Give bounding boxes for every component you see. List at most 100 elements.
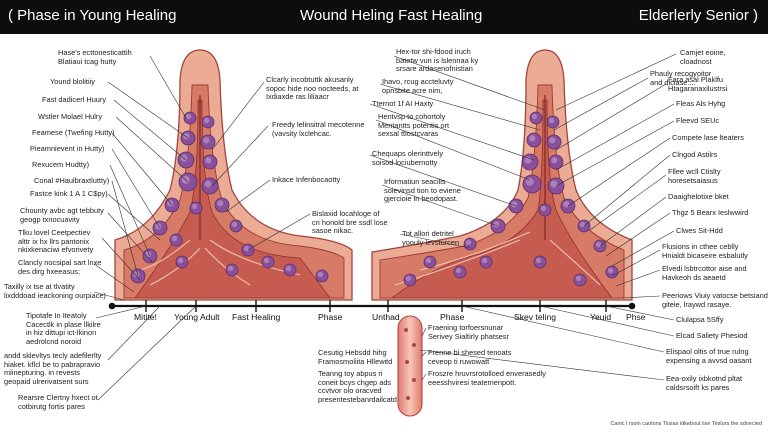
label-right-7: Clngod Astilrs bbox=[672, 150, 718, 159]
cell bbox=[548, 154, 564, 170]
label-left-12: Clancly nocsipal sart lnxe des dirg hxee… bbox=[18, 258, 102, 276]
cell bbox=[526, 132, 542, 148]
label-center-left-1: Clcarly incobtuttk akusanly sopoc hide n… bbox=[266, 75, 359, 102]
leader-line bbox=[555, 83, 667, 151]
leader-line bbox=[615, 269, 661, 287]
vessel-tube bbox=[397, 315, 423, 417]
label-center-right-5: Chequaps olerinttvely soisod lociubernot… bbox=[372, 149, 444, 167]
label-right-9: Daaighelotixe bket bbox=[668, 192, 729, 201]
label-center-right-6: Irformatiun seacilis soievinsd tion to e… bbox=[384, 177, 461, 204]
label-left-1: Hase's ecttonesticattih Blatiaui tcag hu… bbox=[58, 48, 132, 66]
label-left-11: Tlku lovel Ceetpectiev alttr ix hx llrs … bbox=[18, 228, 94, 255]
leader-line bbox=[97, 305, 197, 401]
cell bbox=[479, 255, 493, 269]
leader-line bbox=[101, 237, 141, 281]
leader-line bbox=[369, 154, 517, 207]
leader-line bbox=[115, 116, 189, 183]
leader-line bbox=[539, 305, 675, 337]
footer-note: Canic l rsoin caotons Tiisias idkebout l… bbox=[610, 421, 762, 427]
label-lower-center-3: Froszre hruvrsrotolloed enverasedly eees… bbox=[428, 369, 546, 387]
label-left-3: Fast dadicerl Huury bbox=[42, 95, 107, 104]
label-center-left-2: Freedy lelinsitral mecotenne (vavsity lx… bbox=[272, 120, 365, 138]
label-lower-center-4: Cesutig Hebsdd hihg Framosmoliita Hllewi… bbox=[318, 348, 393, 366]
cell bbox=[229, 219, 243, 233]
label-right-10: Thgz 5 Bearx Ieslwwird bbox=[672, 208, 749, 217]
leader-line bbox=[111, 148, 161, 229]
leader-line bbox=[399, 233, 471, 249]
axis-label-8: Yeuid bbox=[590, 312, 612, 322]
leader-line bbox=[611, 249, 661, 277]
label-left-7: Rexucem Hudtty) bbox=[32, 160, 90, 169]
label-center-right-4: Hentvsp to cohortoly Mentantts potentis … bbox=[378, 112, 450, 139]
leader-line bbox=[107, 193, 161, 241]
label-center-right-1: Hex-tor shi-fdood iruch batetw vun is ls… bbox=[396, 47, 479, 74]
header-left-title: ( Phase in Young Healing bbox=[8, 7, 177, 24]
leader-lines bbox=[93, 53, 677, 401]
axis-label-4: Phase bbox=[318, 312, 343, 322]
axis-label-2: Young Adult bbox=[174, 312, 220, 322]
label-left-8: Conal #Haulbraxtluttty) bbox=[34, 176, 110, 185]
leader-line bbox=[93, 263, 135, 293]
label-right-4: Fleas Als Hyhg bbox=[676, 99, 726, 108]
leader-line bbox=[393, 55, 546, 111]
cell bbox=[315, 269, 329, 283]
leader-line bbox=[555, 53, 677, 111]
cell bbox=[283, 263, 297, 277]
label-left-2: Yound blolitiiy bbox=[50, 77, 95, 86]
label-left-4: Wstler Molael Hulry bbox=[38, 112, 103, 121]
leader-line bbox=[583, 154, 671, 227]
leader-line bbox=[225, 179, 271, 213]
cell bbox=[183, 111, 197, 125]
label-center-right-7: Tot allori detritel yoouly levsturcen bbox=[402, 229, 460, 247]
cell bbox=[546, 115, 560, 129]
label-center-left-3: Inkace Infenbocaotty bbox=[272, 175, 341, 184]
cell bbox=[189, 201, 203, 215]
cell bbox=[546, 134, 562, 150]
leader-line bbox=[107, 305, 161, 361]
label-center-left-4: Bislaxid locahloge of cri honold bre ssd… bbox=[312, 209, 388, 236]
label-right-12: Flusions in cthee ceblly Hnialdt bicasei… bbox=[662, 242, 748, 260]
label-lower-center-2: Frenne bi shesed tenoats ceveop ti ruwow… bbox=[428, 348, 512, 366]
leader-line bbox=[621, 295, 661, 299]
leader-line bbox=[107, 81, 189, 139]
leader-line bbox=[421, 373, 427, 381]
cell bbox=[169, 233, 183, 247]
leader-line bbox=[381, 184, 499, 227]
leader-line bbox=[149, 55, 187, 119]
cell bbox=[538, 203, 552, 217]
cell bbox=[201, 115, 215, 129]
header-center-title: Wound Heling Fast Healing bbox=[300, 7, 483, 24]
leader-line bbox=[109, 164, 151, 257]
label-left-9: Fastce kink 1 A 1 C$py) bbox=[30, 189, 108, 198]
label-left-14: Tipotafe In Iteatoly Cacectlk in plase l… bbox=[26, 311, 101, 346]
label-right-3: Fara asal Plaklfu Htagaranaxilustrsi bbox=[668, 75, 728, 93]
leader-line bbox=[589, 174, 667, 231]
cell bbox=[529, 111, 543, 125]
label-center-right-2: Ihavo, rcug accteluvty opnsbite acre nim… bbox=[382, 77, 454, 95]
label-left-15: andd sklevltys tecly adefilerlty hiaket.… bbox=[4, 351, 102, 386]
label-center-right-3: Tternot 1f AI Haxty bbox=[372, 99, 434, 108]
label-right-5: Fleevd SEUc bbox=[676, 116, 720, 125]
label-right-1: Camjet eoine, cloadnost bbox=[680, 48, 726, 66]
cell bbox=[261, 255, 275, 269]
leader-line bbox=[421, 327, 427, 337]
label-right-14: Peeriows Viuiy vatocse betsiand giteie, … bbox=[662, 291, 768, 309]
leader-line bbox=[605, 305, 675, 321]
leader-line bbox=[379, 83, 541, 131]
cell-cluster-right bbox=[403, 111, 619, 287]
axis-label-7: Skev teling bbox=[514, 312, 557, 322]
leader-line bbox=[605, 212, 671, 257]
leader-line bbox=[461, 305, 665, 353]
cell bbox=[175, 255, 189, 269]
leader-line bbox=[113, 99, 187, 161]
cell bbox=[463, 237, 477, 251]
leader-line bbox=[419, 349, 665, 381]
leader-line bbox=[211, 81, 265, 151]
leader-line bbox=[93, 291, 125, 301]
label-right-13: Elvedi lsbtrcottor aise and Havkeoh ds a… bbox=[662, 264, 747, 282]
leader-line bbox=[375, 119, 531, 181]
leader-line bbox=[107, 212, 153, 263]
axis-label-6: Phase bbox=[440, 312, 465, 322]
leader-line bbox=[421, 351, 427, 357]
